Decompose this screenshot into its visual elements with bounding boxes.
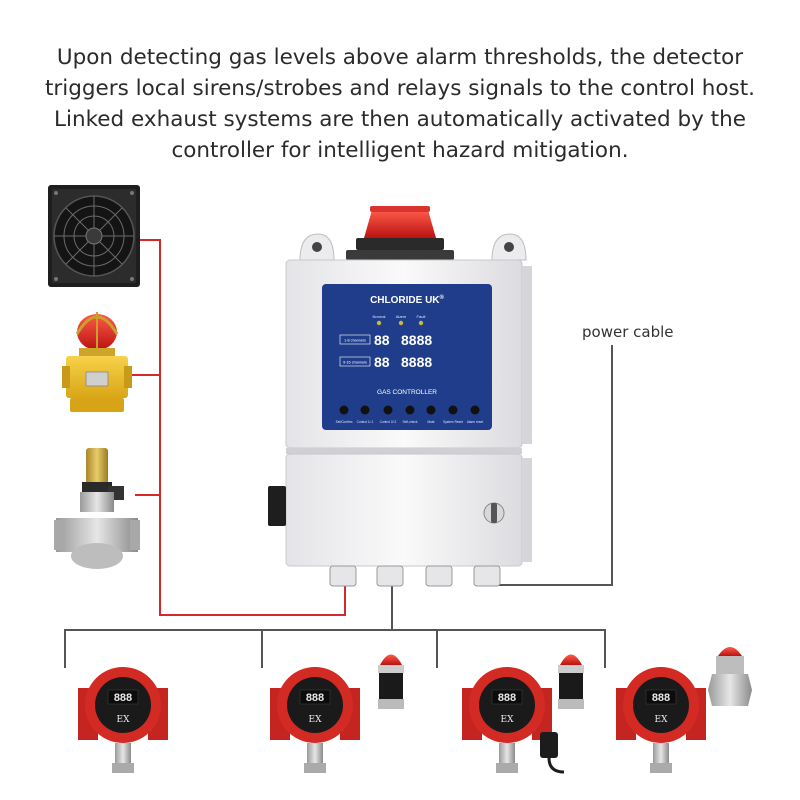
power-cable-label: power cable [582,323,674,341]
door-lock[interactable] [483,502,505,524]
button-self-check[interactable] [405,405,415,415]
detector-1-ex-mark: EX [117,715,131,725]
controller-title: GAS CONTROLLER [377,389,437,396]
button-control-2[interactable] [383,405,393,415]
detector-4: 888 EX [616,647,752,773]
channel-display-1: 88 [374,332,390,348]
detector-3-display: 888 [498,692,516,704]
button-label-control-2: Control 2/-2 [380,420,397,424]
indicator-label-alarm: Alarm [396,314,407,319]
value-display-1: 8888 [401,332,432,348]
detector-4-ex-mark: EX [655,715,669,725]
svg-text:CHLORIDE UK®: CHLORIDE UK® [370,294,444,306]
indicator-led-normal [376,320,382,326]
value-display-2: 8888 [401,354,432,370]
indicator-label-fault: Fault [417,314,427,319]
detector-3-alarm-light [558,654,584,709]
detector-2-display: 888 [306,692,324,704]
detector-2: 888 EX [270,654,404,773]
red-wiring [128,239,346,616]
indicator-led-fault [418,320,424,326]
wire-power [490,345,613,586]
button-label-system-reset: System Reset [443,420,463,424]
button-set-confirm[interactable] [339,405,349,415]
display-row-2: 9-16 channels 88 8888 [339,354,432,370]
detector-4-display: 888 [652,692,670,704]
caption-line-1: Upon detecting gas levels above alarm th… [56,45,744,70]
display-row-1: 1-8 channels 88 8888 [339,332,432,348]
gas-controller: CHLORIDE UK® Normal Alarm Fault 1-8 chan… [268,206,532,587]
detector-3-ex-mark: EX [501,715,515,725]
solenoid-valve [54,448,140,569]
detector-2-alarm-light [378,654,404,709]
button-mute[interactable] [426,405,436,415]
detector-1: 888 EX [78,667,168,773]
caption-line-4: controller for intelligent hazard mitiga… [171,138,629,163]
caption-line-2: triggers local sirens/strobes and relays… [44,76,756,101]
detector-3: 888 EX [462,654,584,774]
gray-wiring [64,345,613,668]
channel-label-2: 9-16 channels [343,361,367,365]
side-latch [268,486,286,526]
power-adapter [540,732,565,774]
button-label-set-confirm: Set/Confirm [336,420,353,424]
indicator-led-alarm [398,320,404,326]
channel-label-1: 1-8 channels [344,339,366,343]
wire-fan [140,239,346,616]
channel-display-2: 88 [374,354,390,370]
controller-buttons: Set/Confirm Control 1/-1 Control 2/-2 Se… [336,405,483,424]
detector-2-ex-mark: EX [309,715,323,725]
button-system-reset[interactable] [448,405,458,415]
button-label-mute: Mute [427,420,434,424]
wire-bus [64,629,606,668]
button-control-1[interactable] [360,405,370,415]
indicator-row: Normal Alarm Fault [373,314,427,326]
caption: Upon detecting gas levels above alarm th… [0,42,800,166]
button-label-control-1: Control 1/-1 [357,420,374,424]
button-alarm-reset[interactable] [470,405,480,415]
exhaust-fan [48,185,140,287]
detector-4-gland [708,647,752,706]
controller-brand-mark: ® [440,294,445,301]
detector-1-display: 888 [114,692,132,704]
controller-brand: CHLORIDE UK [370,295,440,306]
indicator-label-normal: Normal [373,314,386,319]
strobe-siren [62,312,132,412]
button-label-alarm-reset: Alarm reset [467,420,483,424]
cable-glands [329,565,501,587]
caption-line-3: Linked exhaust systems are then automati… [54,107,746,132]
controller-beacon [346,206,454,260]
button-label-self-check: Self-check [403,420,418,424]
